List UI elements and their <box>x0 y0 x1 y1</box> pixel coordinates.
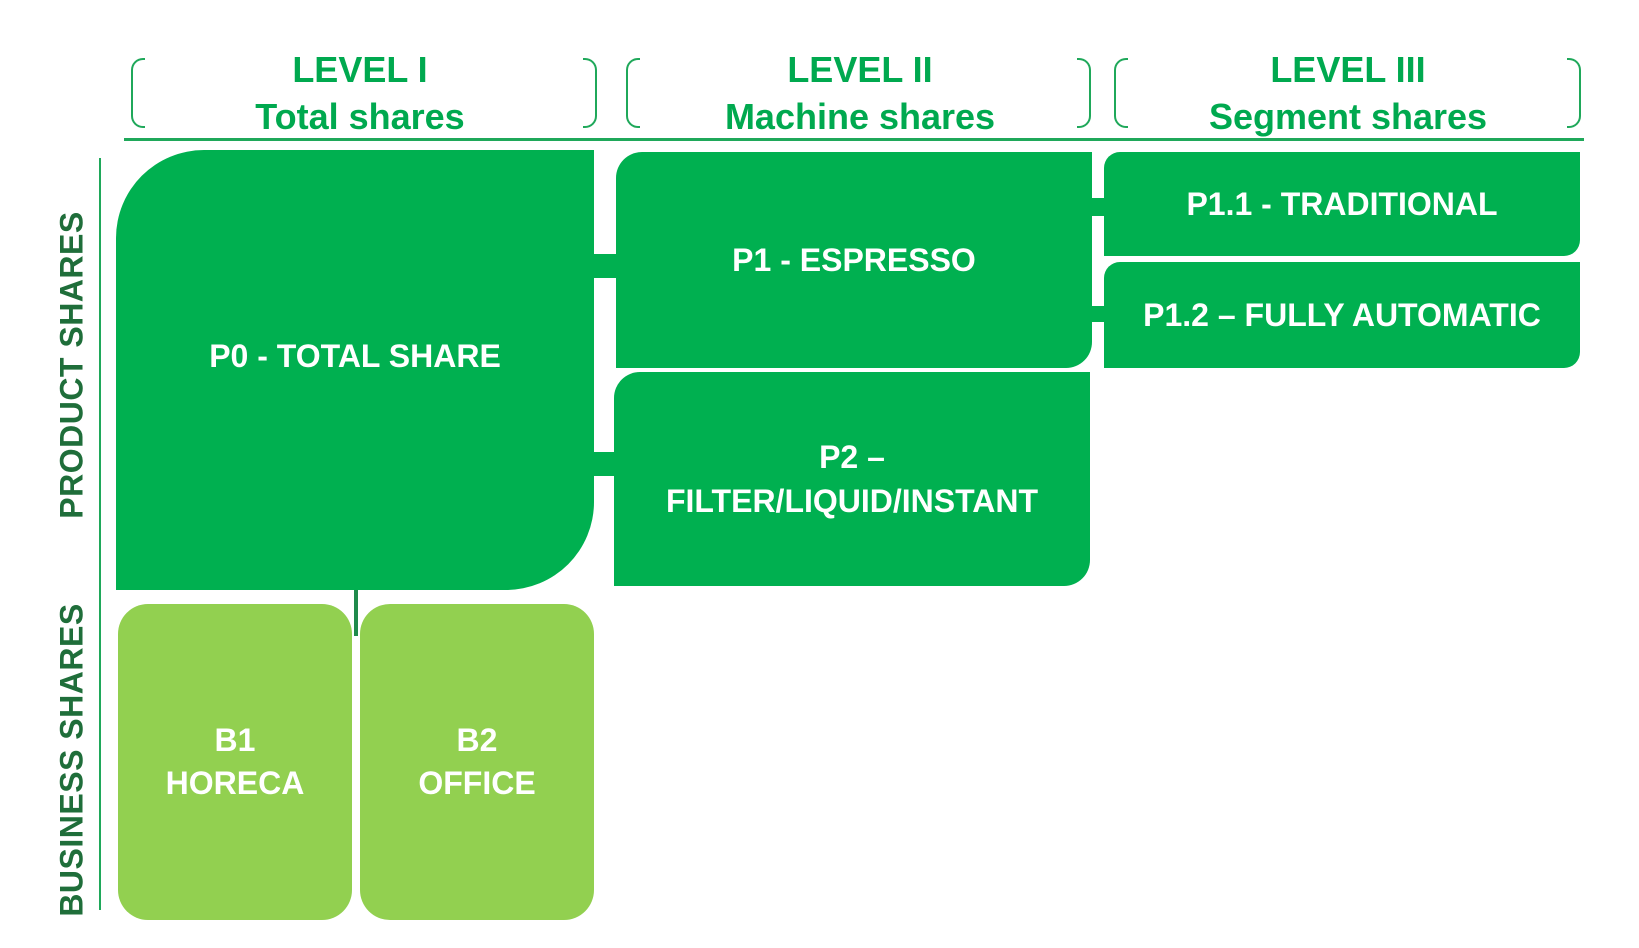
level-2-title: LEVEL II <box>787 49 933 90</box>
level-1-brace-left <box>131 58 145 128</box>
header-underline <box>124 138 1584 141</box>
product-shares-label: PRODUCT SHARES <box>53 211 90 519</box>
node-p2-filter-liquid-instant: P2 – FILTER/LIQUID/INSTANT <box>614 372 1090 586</box>
side-divider-line <box>99 158 101 910</box>
level-2-brace-left <box>626 58 640 128</box>
business-shares-label: BUSINESS SHARES <box>53 603 90 917</box>
node-p1-2-fully-automatic: P1.2 – FULLY AUTOMATIC <box>1104 262 1580 368</box>
level-1-header: LEVEL I Total shares <box>140 48 580 138</box>
level-3-subtitle: Segment shares <box>1208 96 1488 137</box>
level-2-header: LEVEL II Machine shares <box>640 48 1080 138</box>
connector-p0-business <box>354 588 358 636</box>
connector-p0-p1 <box>592 254 618 278</box>
level-3-header: LEVEL III Segment shares <box>1128 48 1568 138</box>
node-p0-label: P0 - TOTAL SHARE <box>209 337 501 374</box>
node-b2-label-line2: OFFICE <box>418 765 536 801</box>
level-1-brace-right <box>583 58 597 128</box>
level-1-title: LEVEL I <box>292 49 428 90</box>
level-3-title: LEVEL III <box>1270 49 1426 90</box>
level-1-subtitle: Total shares <box>255 96 465 137</box>
node-b1-label-line1: B1 <box>214 722 256 758</box>
level-2-subtitle: Machine shares <box>724 96 996 137</box>
node-b1-horeca: B1 HORECA <box>118 604 352 920</box>
node-b1-label-line2: HORECA <box>165 765 305 801</box>
node-p2-label-line1: P2 – <box>819 439 885 475</box>
node-p0-total-share: P0 - TOTAL SHARE <box>116 150 594 590</box>
node-p1-2-label: P1.2 – FULLY AUTOMATIC <box>1143 296 1541 333</box>
node-p1-label: P1 - ESPRESSO <box>732 241 976 278</box>
node-b2-label-line1: B2 <box>456 722 498 758</box>
connector-p1-p12 <box>1090 306 1106 322</box>
node-p1-1-label: P1.1 - TRADITIONAL <box>1186 185 1498 222</box>
node-p1-espresso: P1 - ESPRESSO <box>616 152 1092 368</box>
connector-p0-p2 <box>592 452 616 476</box>
node-p2-label-line2: FILTER/LIQUID/INSTANT <box>665 483 1039 519</box>
level-3-brace-right <box>1567 58 1581 128</box>
node-p1-1-traditional: P1.1 - TRADITIONAL <box>1104 152 1580 256</box>
node-b2-office: B2 OFFICE <box>360 604 594 920</box>
connector-p1-p11 <box>1090 198 1106 216</box>
level-3-brace-left <box>1114 58 1128 128</box>
